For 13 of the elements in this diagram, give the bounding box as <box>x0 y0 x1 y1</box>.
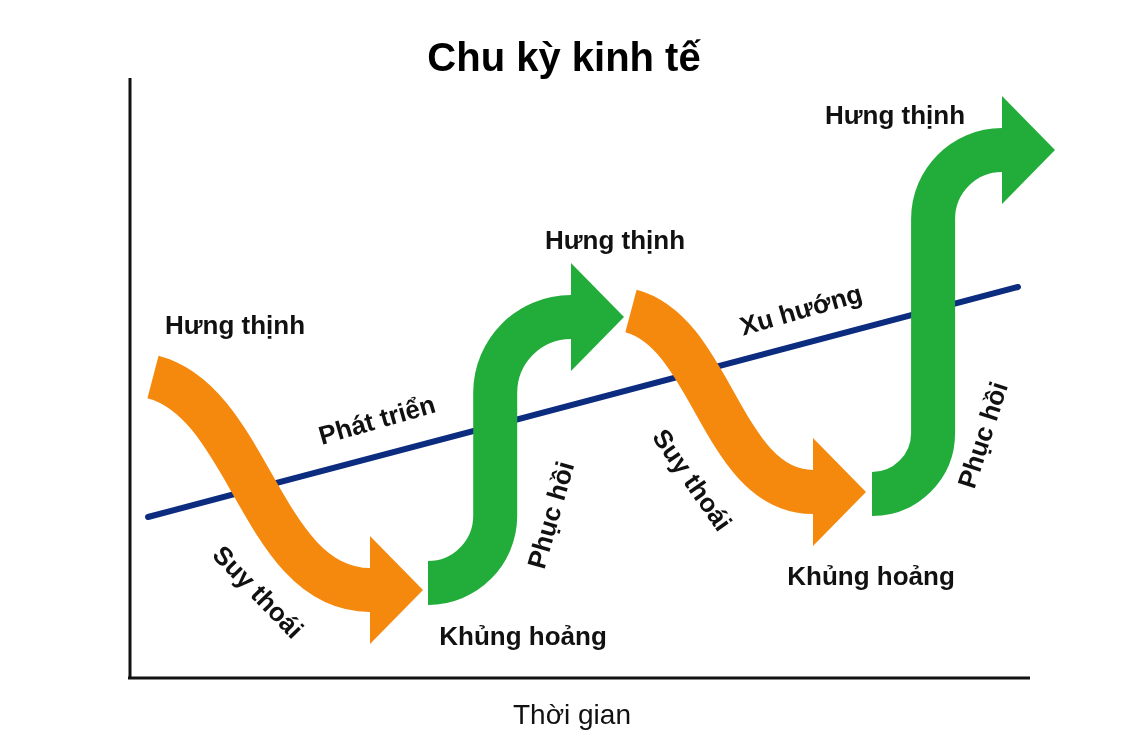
phase-label: Hưng thịnh <box>544 226 686 256</box>
phase-label: Khủng hoảng <box>439 622 607 652</box>
curved-arrow <box>870 96 1055 516</box>
curved-arrow <box>426 263 624 605</box>
trend-label: Xu hướng <box>736 278 866 342</box>
phase-label: Khủng hoảng <box>787 562 955 592</box>
phase-label: Hưng thịnh <box>164 311 306 341</box>
axis-label: Thời gian <box>513 698 631 732</box>
phase-label: Hưng thịnh <box>824 101 966 131</box>
chart-title: Chu kỳ kinh tế <box>427 34 701 81</box>
edge-label: Phục hồi <box>952 378 1014 492</box>
trend-label: Phát triển <box>315 389 439 451</box>
edge-label: Phục hồi <box>522 458 580 572</box>
